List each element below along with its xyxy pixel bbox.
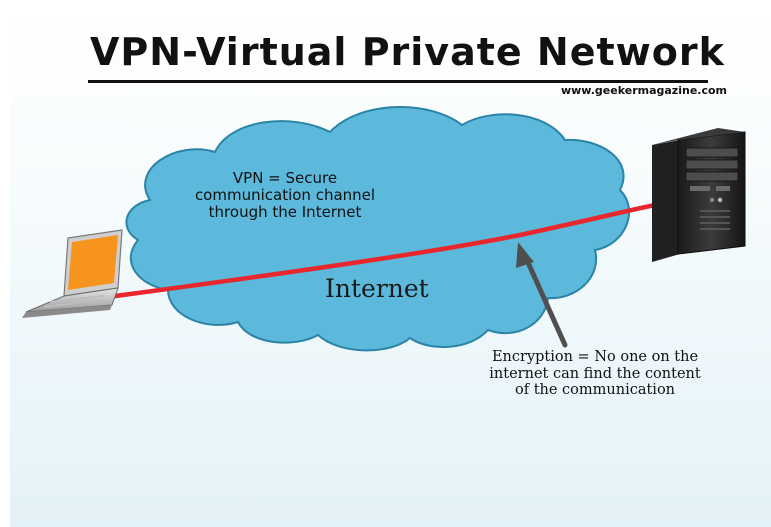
vpn-tunnel-line	[105, 202, 658, 300]
internet-label: Internet	[325, 274, 429, 303]
vpn-caption: VPN = Secure communication channel throu…	[194, 169, 376, 221]
encryption-caption: Encryption = No one on the internet can …	[489, 349, 701, 398]
page-title: VPN-Virtual Private Network	[90, 30, 725, 74]
encryption-arrow	[516, 242, 568, 348]
title-underline	[88, 80, 708, 83]
laptop-icon	[22, 229, 123, 318]
internet-cloud	[125, 106, 631, 352]
website-credit: www.geekermagazine.com	[560, 84, 727, 97]
server-tower-icon	[652, 128, 746, 262]
